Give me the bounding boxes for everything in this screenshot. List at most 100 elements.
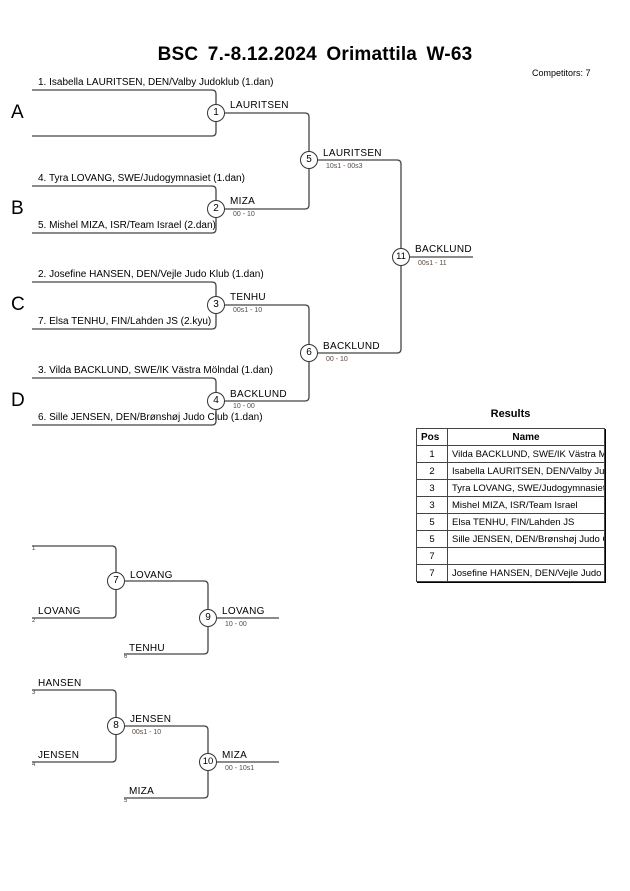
winner-m6: BACKLUND [323, 341, 380, 352]
bracket-line-m3-out [225, 304, 310, 344]
winner-m4: BACKLUND [230, 389, 287, 400]
page-title: BSC 7.-8.12.2024 Orimattila W-63 [157, 44, 473, 65]
rep2-name-bottom: JENSEN [38, 750, 80, 761]
pool-letter-a: A [11, 102, 24, 123]
winner-m10: MIZA [222, 750, 248, 761]
result-pos: 3 [416, 496, 448, 514]
match-circle-11 [392, 248, 410, 266]
entry-4: 5. Mishel MIZA, ISR/Team Israel (2.dan) [38, 220, 216, 231]
winner-m9: LOVANG [222, 606, 265, 617]
rep1-slot-bottom: 2 [32, 618, 36, 624]
rep2-slot-third: 5 [124, 798, 128, 804]
pool-letter-b: B [11, 198, 24, 219]
match-circle-5 [300, 151, 318, 169]
bracket-line-entry-8 [32, 410, 217, 426]
match-circle-6 [300, 344, 318, 362]
pool-letter-d: D [11, 390, 25, 411]
result-pos: 7 [416, 564, 448, 582]
winner-m1: LAURITSEN [230, 100, 289, 111]
result-name: Isabella LAURITSEN, DEN/Valby Judoklub [447, 462, 605, 480]
score-m8: 00s1 - 10 [132, 729, 162, 736]
table-row: 7 [416, 547, 605, 565]
result-pos: 5 [416, 513, 448, 531]
rep1-name-bottom: LOVANG [38, 606, 81, 617]
entry-7: 3. Vilda BACKLUND, SWE/IK Västra Mölndal… [38, 365, 273, 376]
score-m5: 10s1 - 00s3 [326, 163, 363, 170]
winner-m8: JENSEN [130, 714, 172, 725]
winner-m2: MIZA [230, 196, 256, 207]
rep2-name-top: HANSEN [38, 678, 82, 689]
score-m4: 10 - 00 [233, 403, 255, 410]
match-number-5: 5 [306, 154, 312, 165]
result-name: Sille JENSEN, DEN/Brønshøj Judo Club [447, 530, 605, 548]
match-number-1: 1 [213, 107, 219, 118]
rep1-name-third: TENHU [129, 643, 165, 654]
entry-3: 4. Tyra LOVANG, SWE/Judogymnasiet (1.dan… [38, 173, 245, 184]
winner-m11: BACKLUND [415, 244, 472, 255]
bracket-line-m1-out [225, 112, 310, 151]
match-circle-1 [207, 104, 225, 122]
match-number-8: 8 [113, 720, 119, 731]
match-number-6: 6 [306, 347, 312, 358]
result-pos: 3 [416, 479, 448, 497]
rep1-line-m7-out [125, 580, 209, 609]
bracket-line-m6-out [318, 266, 402, 354]
match-circle-9 [199, 609, 217, 627]
bracket-line-m5-out [318, 159, 402, 248]
result-name: Vilda BACKLUND, SWE/IK Västra Mölndal [447, 445, 605, 463]
match-circle-10 [199, 753, 217, 771]
result-name: Mishel MIZA, ISR/Team Israel [447, 496, 605, 514]
match-number-3: 3 [213, 299, 219, 310]
entry-1: 1. Isabella LAURITSEN, DEN/Valby Judoklu… [38, 77, 274, 88]
rep2-slot-top: 3 [32, 690, 36, 696]
match-circle-3 [207, 296, 225, 314]
bracket-line-entry-3 [32, 185, 217, 200]
match-number-11: 11 [396, 251, 406, 262]
results-header-row: Pos Name [416, 428, 605, 446]
result-pos: 7 [416, 547, 448, 565]
score-m9: 10 - 00 [225, 621, 247, 628]
match-number-2: 2 [213, 203, 219, 214]
match-circle-2 [207, 200, 225, 218]
bracket-line-entry-5 [32, 281, 217, 296]
result-name: Elsa TENHU, FIN/Lahden JS [447, 513, 605, 531]
results-title: Results [490, 408, 531, 420]
entry-6: 7. Elsa TENHU, FIN/Lahden JS (2.kyu) [38, 316, 212, 327]
rep2-name-third: MIZA [129, 786, 155, 797]
rep1-line-top [32, 545, 117, 572]
bracket-line-m4-out [225, 362, 310, 402]
score-m3: 00s1 - 10 [233, 307, 263, 314]
rep2-line-third [124, 771, 209, 799]
rep1-line-third [124, 627, 209, 655]
rep2-slot-bottom: 4 [32, 762, 36, 768]
match-number-4: 4 [213, 395, 219, 406]
match-circle-7 [107, 572, 125, 590]
match-circle-8 [107, 717, 125, 735]
result-pos: 2 [416, 462, 448, 480]
bracket-line-entry-7 [32, 377, 217, 392]
match-number-10: 10 [202, 756, 214, 767]
bracket-line-entry-1 [32, 89, 217, 104]
result-pos: 5 [416, 530, 448, 548]
competitors-count: Competitors: 7 [532, 68, 591, 78]
entry-8: 6. Sille JENSEN, DEN/Brønshøj Judo Club … [38, 412, 263, 423]
rep2-line-top [32, 689, 117, 717]
score-m10: 00 - 10s1 [225, 765, 255, 772]
winner-m3: TENHU [230, 292, 266, 303]
column-header-name: Name [447, 428, 605, 446]
score-m2: 00 - 10 [233, 211, 255, 218]
pool-letter-c: C [11, 294, 25, 315]
rep2-line-m8-out [125, 725, 209, 753]
result-name: Tyra LOVANG, SWE/Judogymnasiet [447, 479, 605, 497]
bracket-line-entry-4 [32, 218, 217, 234]
result-pos: 1 [416, 445, 448, 463]
